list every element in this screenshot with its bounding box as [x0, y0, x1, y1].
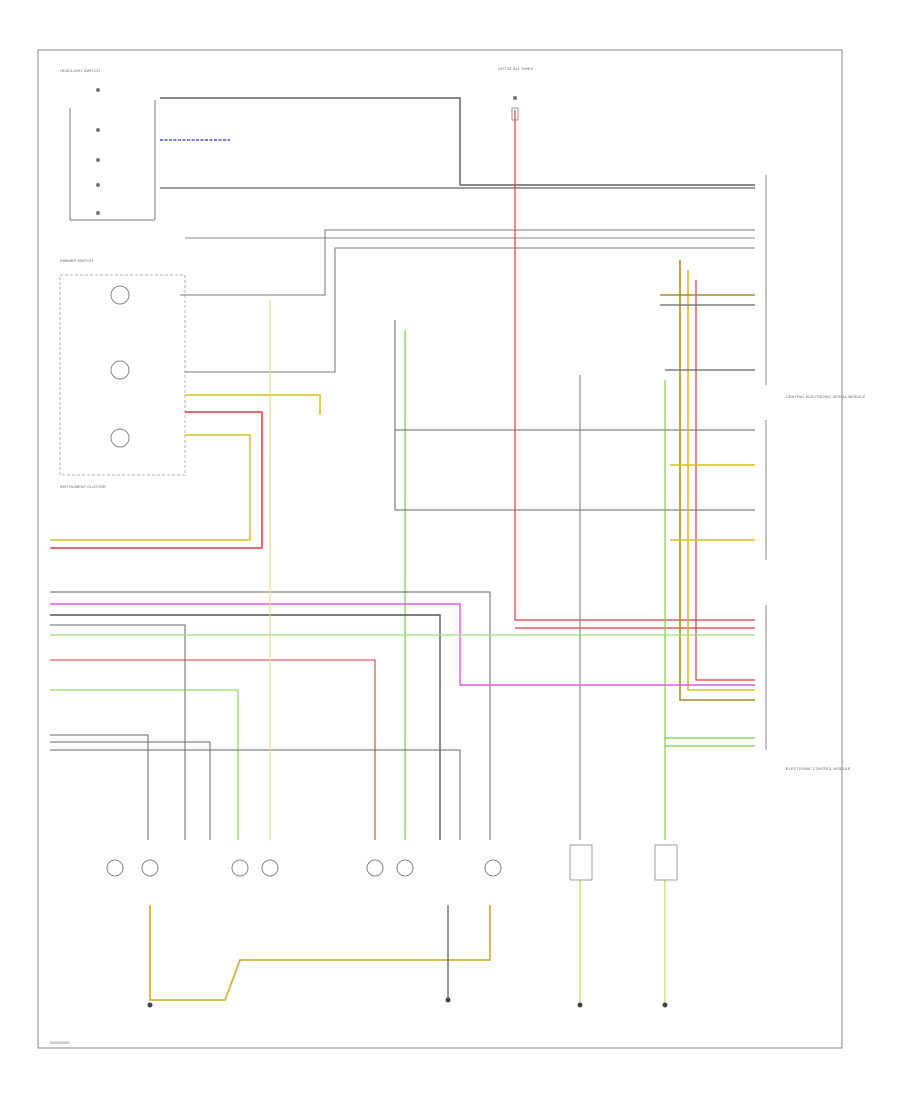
- ground-icon: [445, 997, 451, 1003]
- fuse-label: HOT AT ALL TIMES: [498, 66, 533, 71]
- headlight-switch: [69, 88, 156, 221]
- electronic-module-label: ELECTRONIC CONTROL MODULE: [786, 766, 851, 771]
- diagram-frame: [37, 49, 843, 1049]
- ground-icon: [662, 1002, 668, 1008]
- ground-icon: [577, 1002, 583, 1008]
- dimmer-switch-title: DIMMER SWITCH: [60, 258, 93, 263]
- footer-code: W0000000: [50, 1040, 70, 1045]
- fuse-symbol: [511, 96, 519, 121]
- instrument-cluster-title: INSTRUMENT CLUSTER: [60, 484, 106, 489]
- ground-symbols: [147, 997, 668, 1008]
- headlight-switch-title: HEADLIGHT SWITCH: [60, 68, 100, 73]
- wires: [50, 97, 755, 1005]
- instrument-cluster: [59, 274, 186, 476]
- lamp-row: [106, 844, 678, 881]
- signal-module-label: CENTRAL ELECTRONIC SIGNAL MODULE: [786, 394, 866, 399]
- ground-icon: [147, 1002, 153, 1008]
